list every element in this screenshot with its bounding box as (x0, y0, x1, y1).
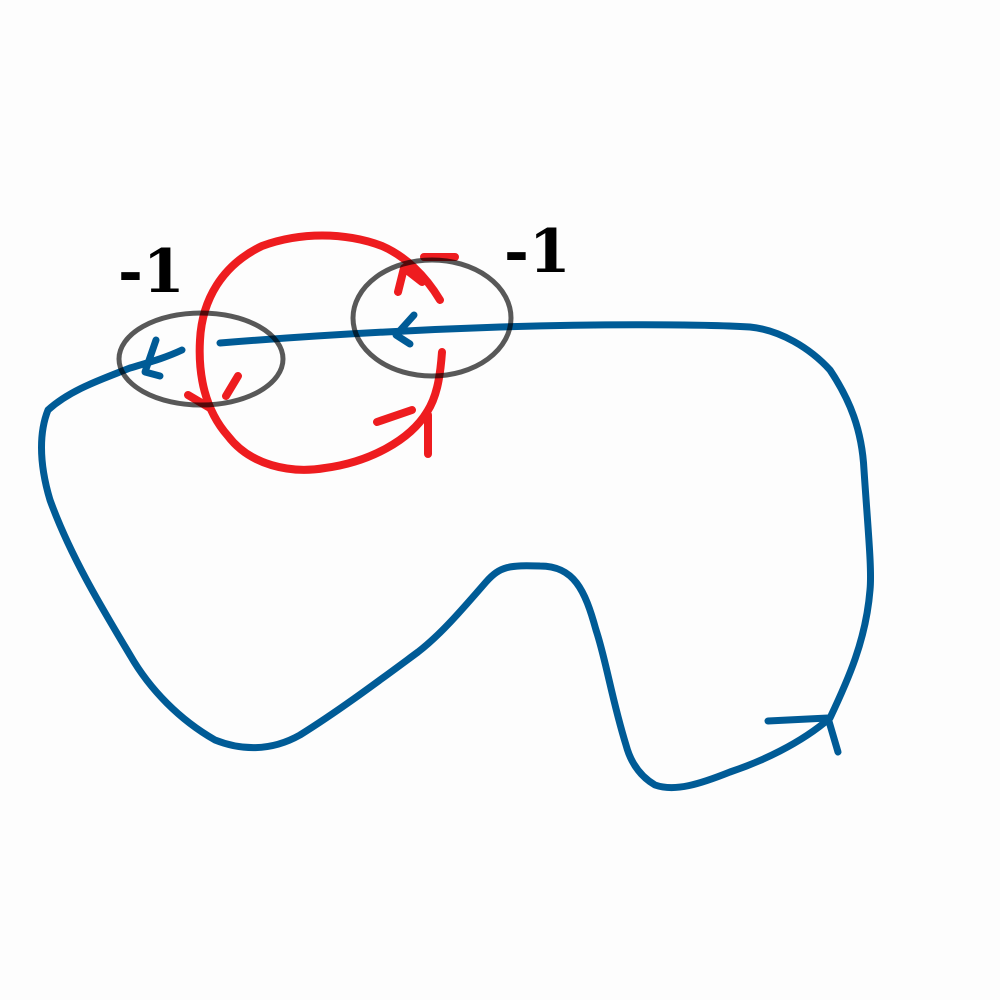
red-arrow-top-right (394, 253, 459, 296)
crossing-sign-label-right: -1 (504, 217, 571, 287)
blue-arrow-right (392, 311, 418, 348)
red-knot-strand-lower (423, 348, 446, 416)
blue-knot (38, 311, 875, 792)
crossing-highlight-left (116, 310, 286, 408)
red-knot-strand-main (195, 231, 444, 474)
blue-arrow-left (141, 336, 164, 380)
red-arrow-bottom-right (373, 406, 432, 458)
crossing-sign-label-left: -1 (118, 237, 185, 307)
blue-knot-strand-main (38, 321, 875, 792)
blue-arrow-bottom-right (764, 714, 842, 756)
red-knot (184, 231, 459, 474)
crossing-highlight-right (350, 257, 514, 379)
